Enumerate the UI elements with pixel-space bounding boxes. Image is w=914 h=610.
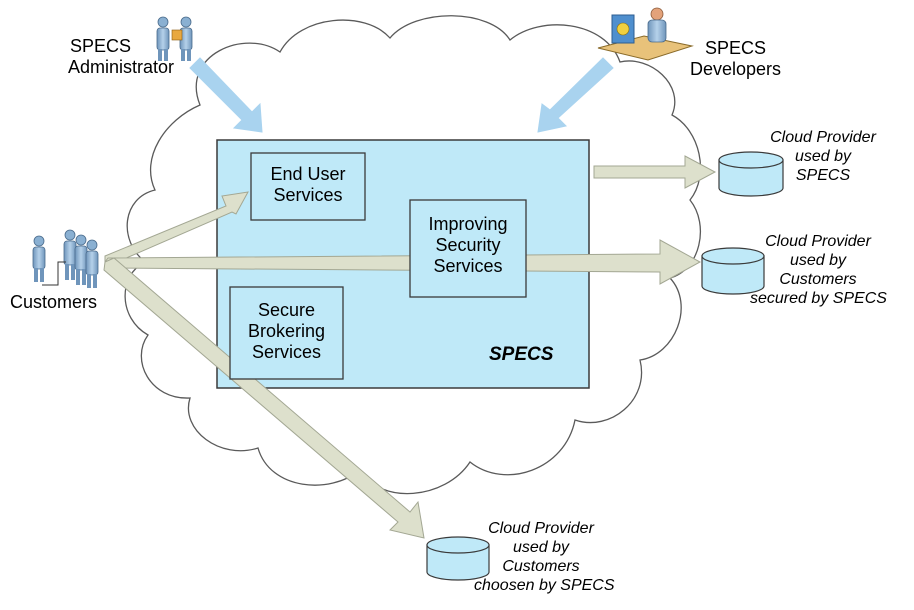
arrow-customers-to-end-user [104,191,249,267]
developers-line2: Developers [690,59,782,79]
admin-arrow [189,57,263,133]
administrator-line2: Administrator [68,57,175,77]
end-user-services-label: End User Services [251,164,365,206]
end-user-services-box [250,152,366,221]
cloud-secured-line4: secured by SPECS [750,290,887,307]
cloud-secured-line1: Cloud Provider [765,233,871,250]
end-user-line1: End User [270,164,346,184]
cloud-secured-line3: Customers [779,271,857,288]
cloud-chosen-line4: choosen by SPECS [474,577,615,594]
cloud-chosen-line1: Cloud Provider [488,520,594,537]
cloud-secured-label: Cloud Provider used by Customers secured… [750,232,887,308]
cylinder-cloud-secured [701,247,765,295]
administrator-line1: SPECS [70,36,132,56]
end-user-line2: Services [273,185,343,205]
arrow-to-cloud-by-specs [593,155,717,189]
arrow-customers-to-secured-cloud [104,239,702,285]
improving-line1: Improving [428,214,508,234]
customers-icon [32,229,99,288]
improving-line2: Security [435,235,501,255]
specs-platform-label: SPECS [489,344,554,365]
brokering-line3: Services [251,342,322,362]
cloud-chosen-line3: Customers [502,558,580,575]
cloud-by-specs-line3: SPECS [795,167,851,184]
administrator-icon [156,16,193,61]
cloud-by-specs-line2: used by [794,148,852,165]
cloud-by-specs-line1: Cloud Provider [770,129,876,146]
brokering-line2: Brokering [247,321,326,341]
brokering-line1: Secure [257,300,316,320]
cloud-by-specs-label: Cloud Provider used by SPECS [758,128,888,185]
cylinder-cloud-chosen [426,536,490,581]
cloud-chosen-line2: used by [512,539,570,556]
improving-line3: Services [433,256,503,276]
cylinder-cloud-by-specs [718,151,784,197]
developers-icon [597,7,694,61]
customers-label: Customers [10,292,98,312]
arrow-customers-to-chosen-cloud [103,257,425,539]
developers-label: SPECS Developers [690,38,781,80]
administrator-label: SPECS Administrator [68,36,175,78]
improving-security-box [409,199,527,298]
cloud-chosen-label: Cloud Provider used by Customers choosen… [474,519,615,595]
improving-security-label: Improving Security Services [410,214,526,277]
secure-brokering-label: Secure Brokering Services [230,300,343,363]
developers-arrow [537,57,614,133]
developers-line1: SPECS [705,38,767,58]
cloud-secured-line2: used by [789,252,847,269]
secure-brokering-box [229,286,344,380]
